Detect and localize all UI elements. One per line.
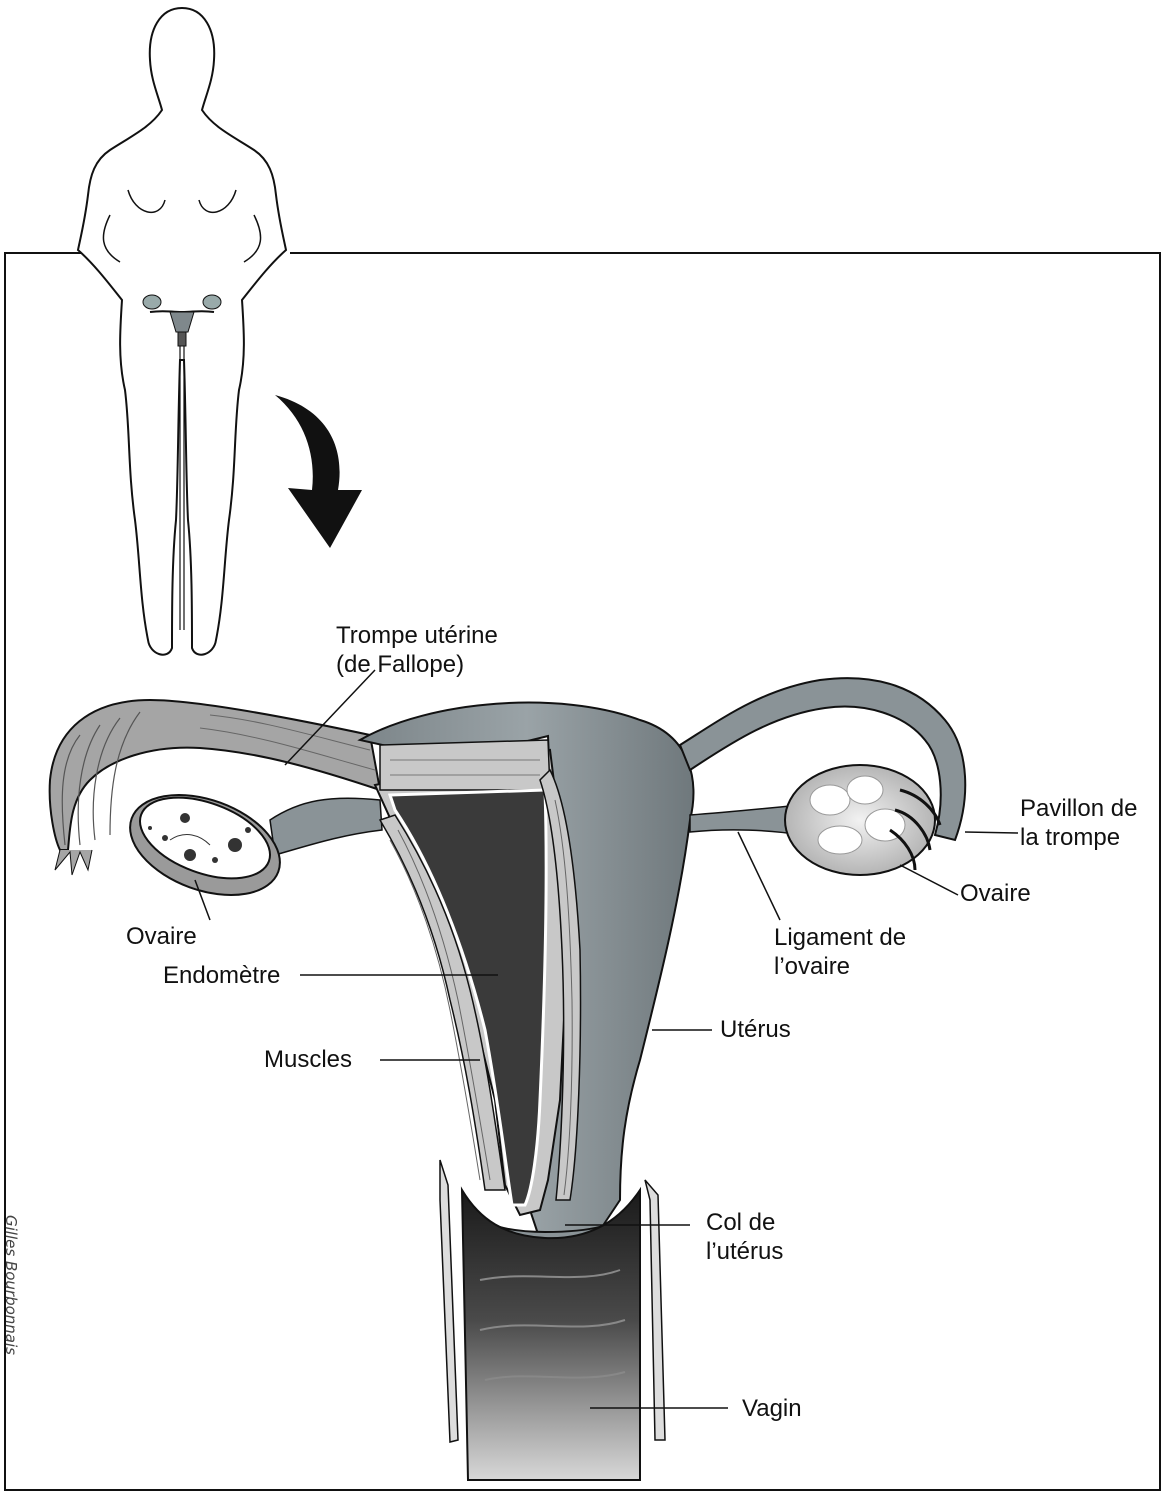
left-ovary [116,776,293,914]
label-ligament: Ligament de l’ovaire [774,923,906,981]
label-ovaire-left: Ovaire [126,922,197,951]
label-ovaire-right: Ovaire [960,879,1031,908]
uterus-cross-section [375,740,581,1215]
left-ligament [270,798,382,855]
label-muscles: Muscles [264,1045,352,1074]
label-uterus: Utérus [720,1015,791,1044]
down-arrow-icon [275,395,362,548]
label-endometre: Endomètre [163,961,280,990]
label-col: Col de l’utérus [706,1208,783,1266]
right-ovary [785,765,940,875]
label-trompe: Trompe utérine (de Fallope) [336,621,498,679]
artist-signature: Gilles Bourbonnais [2,1215,20,1355]
label-pavillon: Pavillon de la trompe [1020,794,1137,852]
label-vagin: Vagin [742,1394,802,1423]
